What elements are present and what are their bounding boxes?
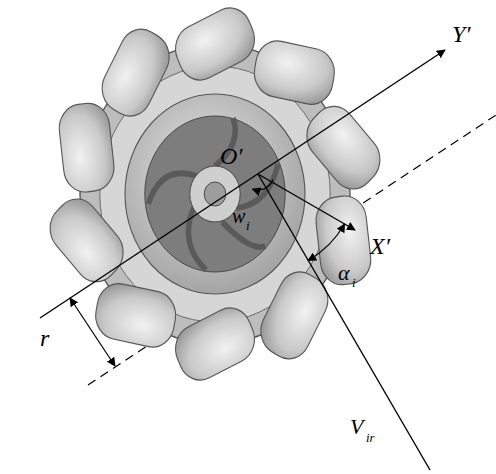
angle-label: α — [338, 262, 350, 284]
subscript: ir — [366, 431, 375, 444]
angular-velocity-label: w — [232, 206, 245, 226]
y-axis — [40, 50, 445, 318]
axis-label: X′ — [370, 234, 390, 258]
angle-arc — [308, 224, 345, 261]
rotation-arrow — [253, 180, 274, 190]
axis-label: Y′ — [452, 22, 471, 46]
subscript: i — [352, 276, 356, 289]
x-axis — [258, 174, 355, 230]
radius-dimension — [70, 298, 115, 366]
roller-velocity-line — [258, 174, 430, 470]
mecanum-wheel — [41, 0, 389, 388]
origin-label: O′ — [220, 144, 243, 168]
subscript: i — [246, 219, 250, 232]
velocity-label: V — [350, 416, 363, 438]
dimension-label: r — [40, 326, 49, 350]
